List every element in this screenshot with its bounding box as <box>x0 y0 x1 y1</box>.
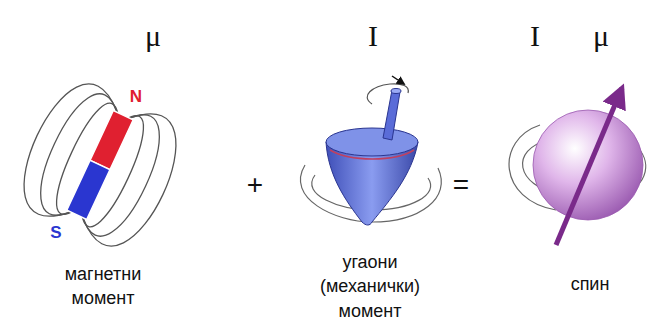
symbol-i: I <box>360 16 386 57</box>
symbol-i: I <box>522 16 548 57</box>
spin-sphere <box>509 88 646 245</box>
caption-label: угаони (механички) момент <box>308 250 432 323</box>
caption-label: спин <box>540 272 640 296</box>
symbol-mu: μ <box>584 16 618 57</box>
equals-sign: = <box>446 166 476 204</box>
symbol-mu: μ <box>136 16 170 57</box>
pole-label: N <box>126 86 146 109</box>
plus-sign: + <box>240 166 270 204</box>
bar-magnet <box>7 72 193 259</box>
spinning-top <box>300 76 441 225</box>
pole-label: S <box>46 222 66 245</box>
caption-label: магнетни момент <box>38 262 168 311</box>
